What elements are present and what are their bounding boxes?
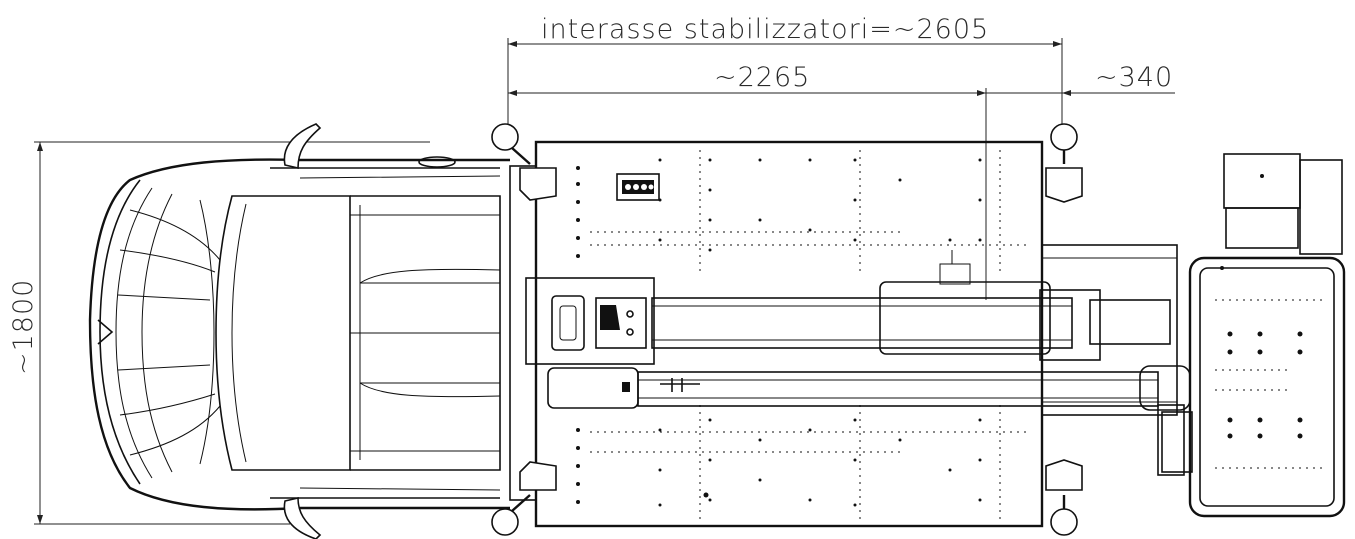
vehicle-cab [88, 123, 510, 539]
boom-tip-upper [1089, 299, 1171, 345]
wheelbase-dimension-label: ~2265 [714, 62, 810, 93]
boom-joint-upper [1039, 289, 1101, 361]
front-bumper [99, 179, 141, 485]
bonnet-line [141, 193, 173, 473]
stabilizer-rear-left [1045, 123, 1083, 203]
rear-side-box [1299, 159, 1343, 255]
chassis [509, 140, 1178, 528]
dimension-lines [34, 38, 1175, 525]
windshield-inner [231, 203, 247, 463]
turret-base [525, 277, 655, 365]
stabilizer-rear-right [1045, 459, 1083, 536]
loading-platform [534, 140, 1044, 528]
rear-basket [1161, 153, 1346, 518]
stabilizers [491, 123, 1083, 536]
turret-control [595, 297, 647, 349]
mirror-right [283, 496, 322, 539]
overhang-dimension-label: ~340 [1095, 62, 1173, 93]
lower-boom [637, 371, 1159, 407]
platform-bolts [1220, 266, 1303, 439]
width-dimension-label: ~1800 [8, 279, 39, 375]
hydraulic-cylinder [879, 281, 1051, 355]
windshield [215, 195, 351, 471]
platform-rivets [576, 158, 982, 507]
front-logo [97, 319, 114, 345]
stabilizer-front-right [491, 461, 557, 536]
stabilizer-front-left [491, 123, 557, 201]
grille-line [115, 187, 153, 479]
boom-bracket [1157, 404, 1185, 476]
roof-antenna [418, 156, 456, 168]
rear-tank [1223, 153, 1301, 209]
work-platform [1188, 256, 1346, 518]
rear-frame [1041, 244, 1178, 416]
cab-outline [88, 158, 510, 511]
mirror-left [283, 123, 322, 170]
upper-boom [651, 297, 1073, 349]
front-crossbeam [509, 165, 537, 501]
control-box [616, 173, 660, 201]
platform-dotted-lines [590, 150, 1030, 520]
door-lines [270, 167, 500, 499]
boom-assembly [525, 250, 1191, 476]
stabilizer-dimension-label: interasse stabilizzatori=~2605 [541, 14, 989, 45]
turret-cabin [551, 295, 585, 351]
basket-mount [1161, 411, 1193, 473]
